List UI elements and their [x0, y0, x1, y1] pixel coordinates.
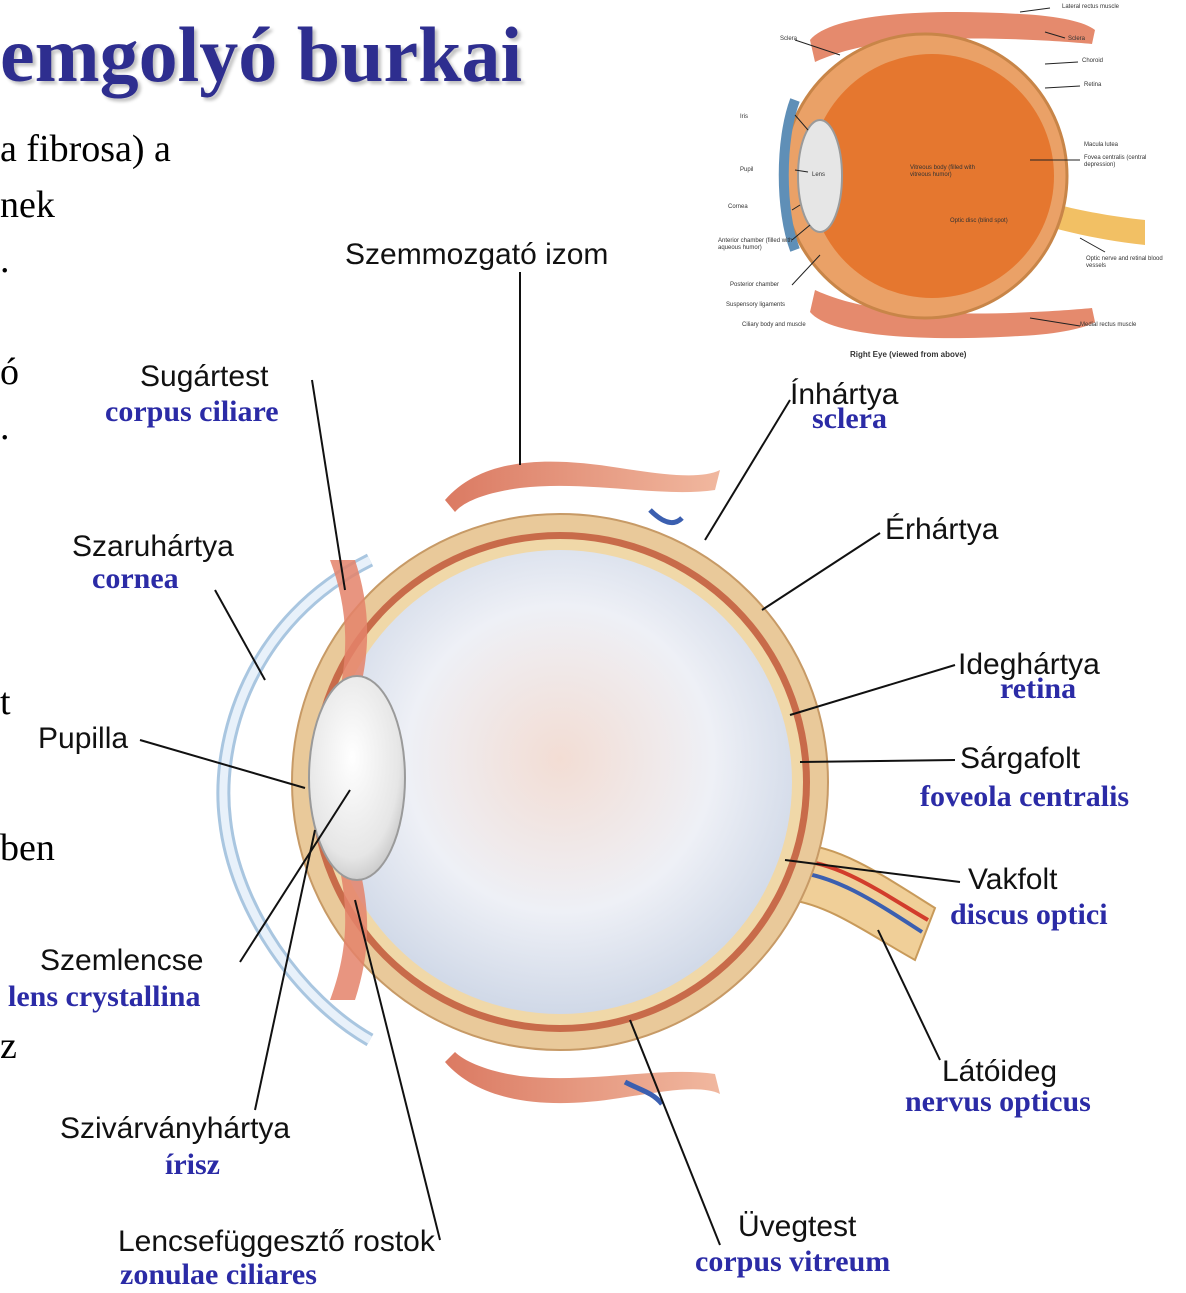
label-ciliary-body: Sugártest — [140, 360, 268, 394]
label-vitreous: Üvegtest — [738, 1210, 856, 1244]
inset-label: Anterior chamber (filled with aqueous hu… — [718, 238, 798, 252]
label-lens-latin: lens crystallina — [8, 980, 201, 1014]
lower-muscle — [445, 1052, 720, 1103]
label-iris: Szivárványhártya — [60, 1112, 290, 1146]
label-blind-spot-latin: discus optici — [950, 898, 1108, 932]
inset-label: Lateral rectus muscle — [1062, 4, 1119, 10]
inset-label: Posterior chamber — [730, 282, 779, 288]
label-retina-latin: retina — [1000, 672, 1076, 706]
label-extraocular-muscle: Szemmozgató izom — [345, 238, 608, 272]
inset-label: Ciliary body and muscle — [742, 322, 806, 328]
inset-label: Macula lutea — [1084, 142, 1118, 148]
inset-label: Optic nerve and retinal blood vessels — [1086, 256, 1176, 270]
inset-label: Fovea centralis (central depression) — [1084, 155, 1174, 169]
inset-caption: Right Eye (viewed from above) — [850, 350, 966, 359]
label-pupil: Pupilla — [38, 722, 128, 756]
inset-label: Optic disc (blind spot) — [950, 218, 1010, 225]
inset-label: Vitreous body (filled with vitreous humo… — [910, 165, 990, 179]
label-lens: Szemlencse — [40, 944, 203, 978]
leader-vitreous — [630, 1020, 720, 1245]
label-cornea-latin: cornea — [92, 562, 179, 596]
label-sclera-latin: sclera — [812, 402, 887, 436]
inset-label: Medial rectus muscle — [1080, 322, 1136, 328]
leader-sclera — [705, 400, 790, 540]
label-choroid: Érhártya — [885, 513, 998, 547]
label-blind-spot: Vakfolt — [968, 863, 1058, 897]
label-optic-nerve: Látóideg — [942, 1055, 1057, 1089]
label-iris-latin: írisz — [165, 1148, 220, 1182]
leader-choroid — [762, 533, 880, 610]
label-ciliary-body-latin: corpus ciliare — [105, 395, 279, 429]
crystalline-lens — [309, 676, 405, 880]
leader-ciliary — [312, 380, 345, 590]
inset-label: Sclera — [1068, 36, 1085, 42]
label-zonules: Lencsefüggesztő rostok — [118, 1225, 435, 1259]
leader-iris — [255, 830, 315, 1110]
inset-label: Choroid — [1082, 58, 1103, 64]
inset-label: Cornea — [728, 204, 748, 210]
label-optic-nerve-latin: nervus opticus — [905, 1085, 1091, 1119]
inset-label: Lens — [812, 172, 825, 178]
leader-retina — [790, 665, 955, 715]
leader-cornea — [215, 590, 265, 680]
inset-label: Retina — [1084, 82, 1101, 88]
inset-label: Suspensory ligaments — [726, 302, 785, 308]
inset-reference-diagram: Lateral rectus muscle Sclera Sclera Chor… — [700, 0, 1186, 372]
inset-label: Iris — [740, 114, 748, 120]
label-macula: Sárgafolt — [960, 742, 1080, 776]
upper-muscle — [445, 462, 720, 512]
label-cornea: Szaruhártya — [72, 530, 234, 564]
label-macula-latin: foveola centralis — [920, 780, 1129, 814]
label-vitreous-latin: corpus vitreum — [695, 1245, 890, 1279]
inset-label: Sclera — [780, 36, 797, 42]
label-zonules-latin: zonulae ciliares — [120, 1258, 317, 1292]
inset-label: Pupil — [740, 167, 753, 173]
